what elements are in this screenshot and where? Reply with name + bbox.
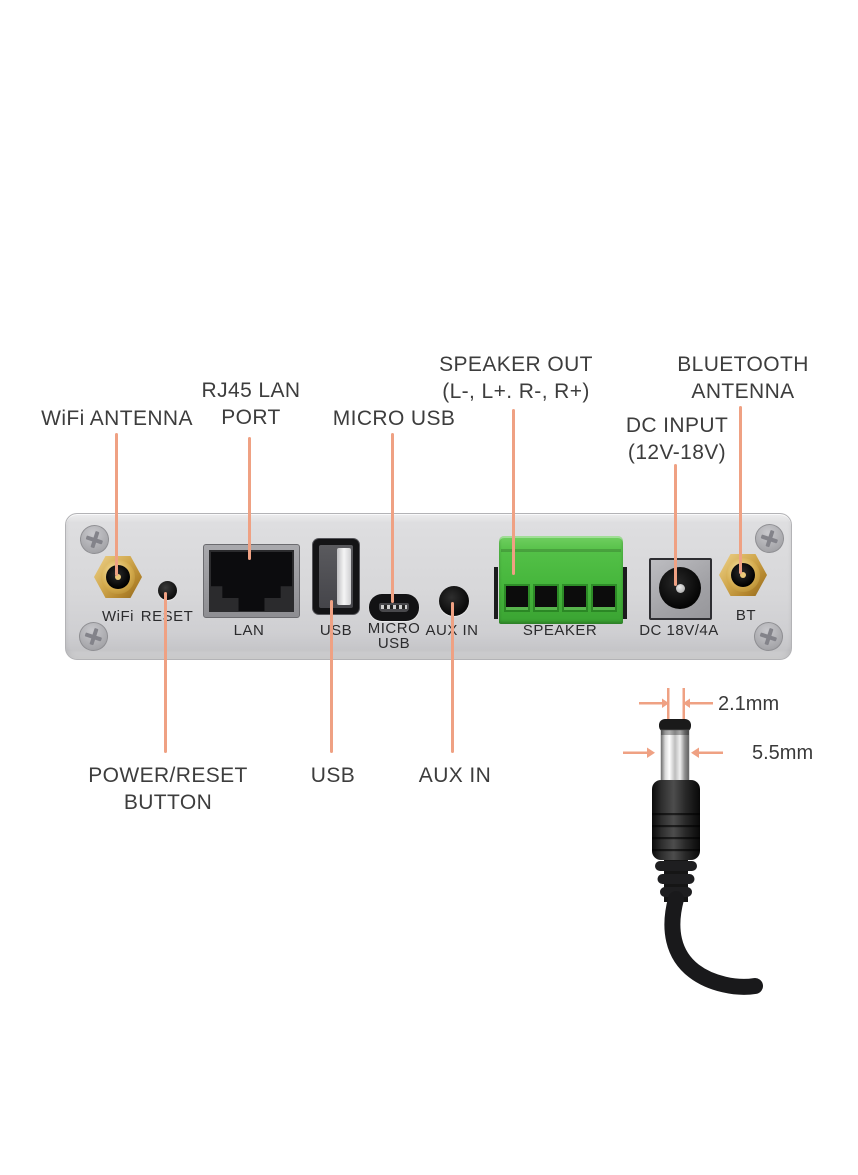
panel-label-speaker: SPEAKER — [522, 622, 598, 639]
connector-pin — [115, 574, 121, 580]
terminal-recess-edge — [623, 567, 627, 619]
terminal-opening — [593, 586, 615, 610]
terminal-block-seam — [501, 549, 621, 552]
leader-line-dc-input — [674, 464, 677, 586]
strain-relief-ribs — [655, 861, 697, 897]
terminal-opening — [506, 586, 528, 610]
measure-arrowhead-icon — [683, 698, 690, 708]
reset-button — [158, 581, 177, 600]
outer-diameter-value: 5.5mm — [752, 742, 813, 764]
inner-diameter-measure: 2.1mm — [639, 688, 779, 721]
measure-arrow-icon — [690, 702, 713, 705]
speaker-terminal-block — [499, 536, 623, 624]
power-cable — [664, 891, 763, 995]
dc-power-plug-figure: 2.1mm 5.5mm — [623, 688, 813, 995]
panel-label-reset: RESET — [140, 608, 194, 625]
wifi-antenna-label: WiFi ANTENNA — [41, 407, 193, 430]
dc-input-label-line2: (12V-18V) — [627, 441, 727, 464]
leader-line-lan-port — [248, 437, 251, 560]
rj45-lan-port-label-line2: PORT — [221, 406, 281, 429]
dc-jack-pin — [676, 584, 685, 593]
plug-barrel-shadow — [661, 730, 689, 735]
micro-usb-port — [369, 594, 419, 621]
leader-line-wifi-antenna — [115, 433, 118, 576]
device-rear-panel: WiFi RESET LAN USB MICRO USB AUX IN SPEA… — [65, 513, 792, 660]
plug-barrel — [660, 729, 690, 783]
leader-line-micro-usb — [391, 433, 394, 603]
aux-in-jack — [439, 586, 469, 616]
inner-diameter-value: 2.1mm — [718, 693, 779, 715]
bluetooth-antenna-label: BLUETOOTH ANTENNA — [677, 351, 809, 405]
lan-port — [203, 544, 300, 618]
leader-line-power-reset — [164, 592, 167, 753]
dc-plug — [652, 719, 763, 995]
leader-line-bluetooth-antenna — [739, 406, 742, 574]
speaker-out-label-line2: (L-, L+. R-, R+) — [442, 380, 590, 403]
power-reset-button-label-line1: POWER/RESET — [88, 764, 248, 787]
panel-label-micro-usb-line1: MICRO — [367, 620, 421, 637]
measure-arrowhead-icon — [691, 747, 699, 758]
rj45-lan-port-label-line1: RJ45 LAN — [201, 379, 301, 402]
panel-label-usb: USB — [319, 622, 353, 639]
measure-arrow-icon — [623, 751, 647, 754]
leader-line-aux-in — [451, 602, 454, 753]
connector-pin — [740, 572, 746, 578]
terminal-recess-edge — [494, 567, 498, 619]
micro-usb-label: MICRO USB — [332, 407, 456, 430]
measure-arrowhead-icon — [647, 747, 655, 758]
speaker-out-label-line1: SPEAKER OUT — [439, 353, 593, 376]
panel-label-bt: BT — [735, 607, 757, 624]
screw-icon — [76, 521, 113, 558]
wifi-antenna-connector — [94, 556, 142, 598]
extension-line — [682, 688, 685, 721]
panel-label-wifi: WiFi — [102, 608, 134, 625]
bt-antenna-connector — [719, 554, 767, 596]
dc-input-label-line1: DC INPUT — [625, 414, 729, 437]
bluetooth-antenna-label-line2: ANTENNA — [691, 380, 795, 403]
usb-label: USB — [310, 764, 356, 787]
usb-port-tongue — [337, 548, 351, 605]
speaker-out-label: SPEAKER OUT (L-, L+. R-, R+) — [439, 351, 593, 405]
dc-input-label: DC INPUT (12V-18V) — [626, 412, 728, 466]
power-reset-button-label: POWER/RESET BUTTON — [88, 762, 248, 816]
leader-line-speaker-out — [512, 409, 515, 575]
bluetooth-antenna-label-line1: BLUETOOTH — [677, 353, 809, 376]
power-reset-button-label-line2: BUTTON — [123, 791, 213, 814]
measure-arrow-icon — [699, 751, 723, 754]
terminal-opening — [564, 586, 586, 610]
plug-tip — [659, 719, 691, 732]
outer-diameter-measure: 5.5mm — [623, 742, 813, 764]
plug-handle — [652, 780, 700, 860]
leader-line-usb — [330, 600, 333, 753]
screw-icon — [751, 520, 788, 557]
rj45-lan-port-label: RJ45 LAN PORT — [202, 377, 301, 431]
measure-arrow-icon — [639, 702, 662, 705]
micro-usb-pins — [381, 605, 407, 609]
aux-in-label: AUX IN — [418, 764, 492, 787]
extension-line — [667, 688, 670, 721]
dc-input-jack — [649, 558, 712, 620]
usb-port — [313, 539, 359, 614]
panel-label-lan: LAN — [233, 622, 265, 639]
plug-handle-ribs — [652, 813, 700, 852]
panel-label-micro-usb-line2: USB — [377, 635, 411, 652]
measure-arrowhead-icon — [662, 698, 669, 708]
terminal-opening — [535, 586, 557, 610]
panel-label-dc: DC 18V/4A — [639, 622, 719, 639]
